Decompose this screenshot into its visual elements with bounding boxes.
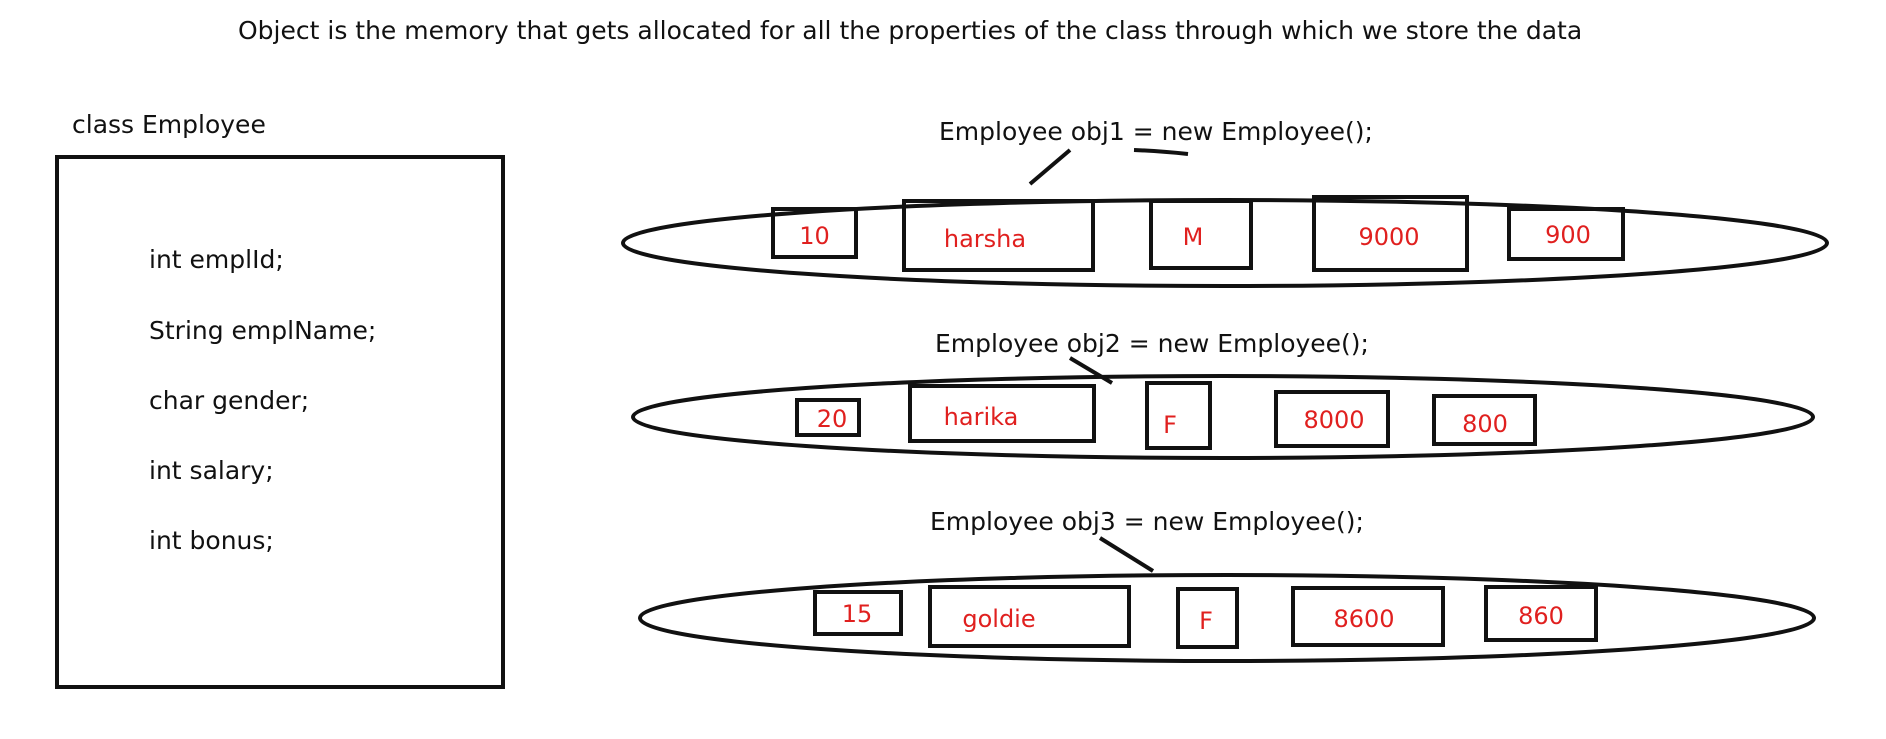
object-declaration: Employee obj1 = new Employee(); [939, 117, 1373, 146]
object-declaration: Employee obj3 = new Employee(); [930, 507, 1364, 536]
class-field: int bonus; [149, 526, 274, 555]
object-2: Employee obj2 = new Employee(); 20 harik… [631, 329, 1815, 460]
value-box [1149, 199, 1253, 270]
value-text: 900 [1545, 221, 1591, 249]
object-3: Employee obj3 = new Employee(); 15 goldi… [638, 507, 1816, 663]
value-text: 20 [817, 405, 848, 433]
class-field: char gender; [149, 386, 309, 415]
value-box [813, 590, 903, 636]
reference-pointer [1068, 356, 1114, 385]
value-text: harsha [944, 225, 1026, 253]
class-field: String emplName; [149, 316, 376, 345]
value-text: 860 [1518, 602, 1564, 630]
value-text: harika [944, 403, 1019, 431]
value-box [1312, 195, 1469, 272]
value-box [771, 207, 858, 259]
value-text: F [1199, 607, 1213, 635]
value-text: M [1183, 223, 1204, 251]
value-box [1176, 587, 1239, 649]
value-text: 8600 [1333, 605, 1394, 633]
underline-mark [1133, 148, 1189, 156]
object-memory-ellipse [638, 573, 1816, 663]
value-box [908, 384, 1096, 443]
diagram-heading: Object is the memory that gets allocated… [238, 16, 1582, 45]
class-field: int emplId; [149, 245, 284, 274]
value-text: 15 [842, 600, 873, 628]
value-text: 8000 [1303, 406, 1364, 434]
value-text: 10 [799, 222, 830, 250]
value-box [795, 398, 861, 437]
value-box [1507, 207, 1625, 261]
object-declaration: Employee obj2 = new Employee(); [935, 329, 1369, 358]
value-box [1291, 586, 1445, 647]
class-title: class Employee [72, 110, 266, 139]
value-text: F [1163, 411, 1177, 439]
class-box [55, 155, 505, 689]
object-1: Employee obj1 = new Employee(); 10 harsh… [621, 117, 1829, 288]
value-box [1484, 585, 1598, 642]
reference-pointer [1098, 536, 1155, 573]
reference-pointer [1028, 148, 1072, 186]
value-box [1274, 390, 1390, 448]
value-box [1432, 394, 1537, 446]
value-text: goldie [962, 605, 1035, 633]
class-field: int salary; [149, 456, 274, 485]
value-box [928, 585, 1131, 648]
value-box [1145, 381, 1212, 450]
value-text: 9000 [1358, 223, 1419, 251]
value-text: 800 [1462, 410, 1508, 438]
object-memory-ellipse [631, 374, 1815, 460]
value-box [902, 199, 1095, 272]
